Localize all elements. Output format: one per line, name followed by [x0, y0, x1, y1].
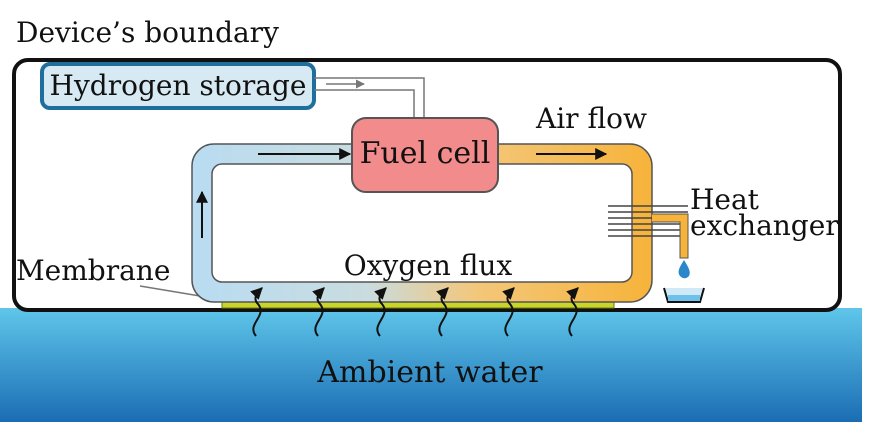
water-tray-water — [668, 295, 700, 301]
hydrogen-storage-label: Hydrogen storage — [50, 69, 307, 102]
hydrogen-storage-box — [40, 62, 316, 110]
hydrogen-pipe — [314, 77, 425, 120]
device-boundary-label: Device’s boundary — [16, 16, 279, 49]
ambient-water-body — [0, 308, 862, 422]
oxygen-flux-arrow-4 — [436, 287, 449, 337]
heat-exchanger-label-line1: Heat — [690, 183, 760, 216]
fuel-cell-label: Fuel cell — [360, 136, 491, 171]
hydrogen-pipe-inner — [314, 89, 415, 120]
water-droplet-icon — [678, 260, 690, 279]
device-boundary-frame — [12, 58, 842, 312]
heat-exchanger-label-line2: exchanger — [690, 209, 839, 242]
oxygen-flux-label: Oxygen flux — [344, 249, 513, 282]
condensate-pipe-outline — [652, 213, 689, 259]
air-flow-label: Air flow — [535, 102, 647, 135]
oxygen-flux-arrows — [250, 287, 579, 337]
fuel-cell-box — [351, 117, 499, 193]
condensate-pipe — [652, 213, 689, 258]
oxygen-flux-arrow-5 — [502, 287, 515, 337]
oxygen-flux-arrow-2 — [312, 287, 325, 337]
oxygen-flux-arrow-1 — [250, 287, 263, 337]
oxygen-flux-arrow-3 — [374, 287, 387, 337]
membrane-label: Membrane — [16, 254, 170, 287]
oxygen-flux-arrow-6 — [566, 287, 579, 337]
heat-exchanger-fins — [608, 205, 688, 237]
ambient-water-label: Ambient water — [316, 355, 543, 390]
